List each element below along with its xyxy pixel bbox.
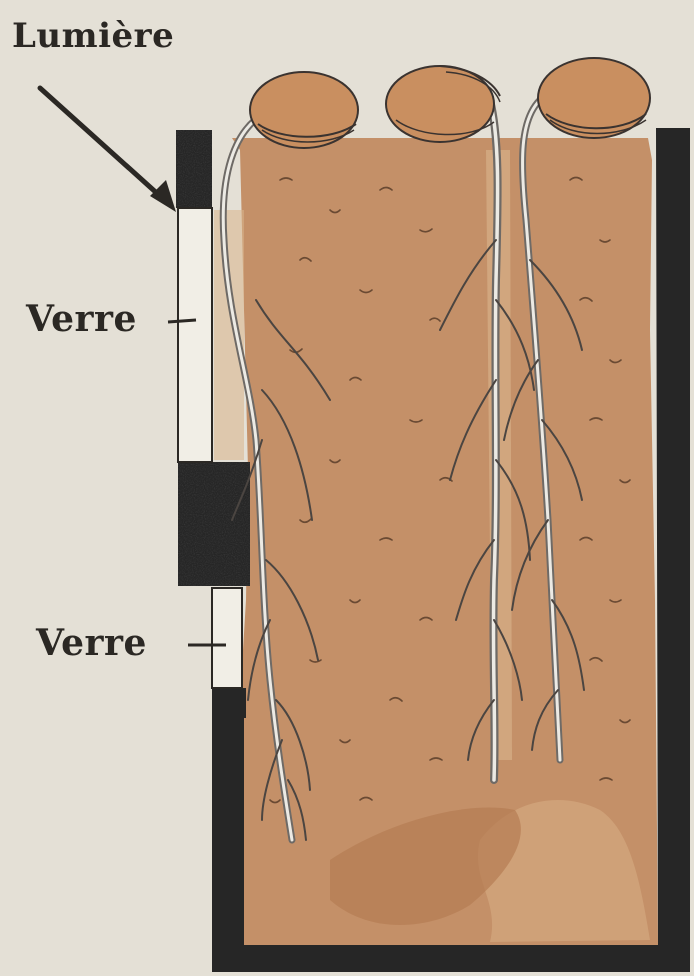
seed-middle: [386, 66, 500, 142]
light-arrow: [40, 88, 176, 212]
leader-verre-top: [168, 320, 196, 322]
label-lumiere: Lumière: [12, 16, 174, 56]
frame-lower-left-wall: [212, 688, 246, 718]
glass-pane-bottom: [212, 588, 242, 688]
seed-right: [538, 58, 650, 138]
label-verre-top: Verre: [26, 298, 137, 340]
seed-left: [250, 72, 358, 148]
soil: [232, 138, 658, 945]
glass-pane-top: [178, 208, 212, 462]
seeds: [250, 58, 650, 148]
glass-windows: [178, 208, 244, 688]
label-verre-bottom: Verre: [36, 622, 147, 664]
